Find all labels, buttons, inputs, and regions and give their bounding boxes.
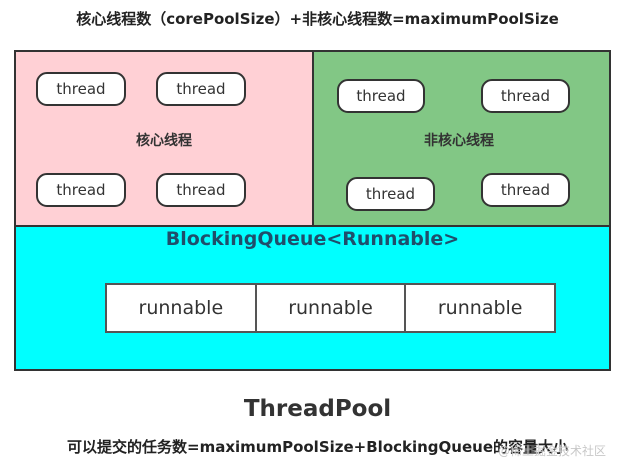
runnable-cell-2: runnable [257,285,407,331]
top-caption: 核心线程数（corePoolSize）+非核心线程数=maximumPoolSi… [76,10,559,28]
blocking-queue-title: BlockingQueue<Runnable> [165,228,460,250]
bottom-caption: 可以提交的任务数=maximumPoolSize+BlockingQueue的容… [67,438,568,456]
core-thread-1: thread [36,72,126,106]
core-thread-4: thread [156,173,246,207]
runnable-row: runnable runnable runnable [105,283,556,333]
noncore-thread-label: 非核心线程 [424,133,494,149]
runnable-cell-3: runnable [437,297,523,319]
core-thread-2: thread [156,72,246,106]
noncore-thread-1: thread [337,79,425,113]
core-thread-3: thread [36,173,126,207]
watermark: @稀土掘金技术社区 [498,444,607,458]
noncore-thread-2: thread [481,79,570,113]
noncore-thread-4: thread [481,173,570,207]
runnable-cell-1: runnable [107,285,257,331]
noncore-thread-3: thread [346,177,435,211]
core-thread-label: 核心线程 [136,133,192,149]
thread-pool-title: ThreadPool [243,396,392,422]
